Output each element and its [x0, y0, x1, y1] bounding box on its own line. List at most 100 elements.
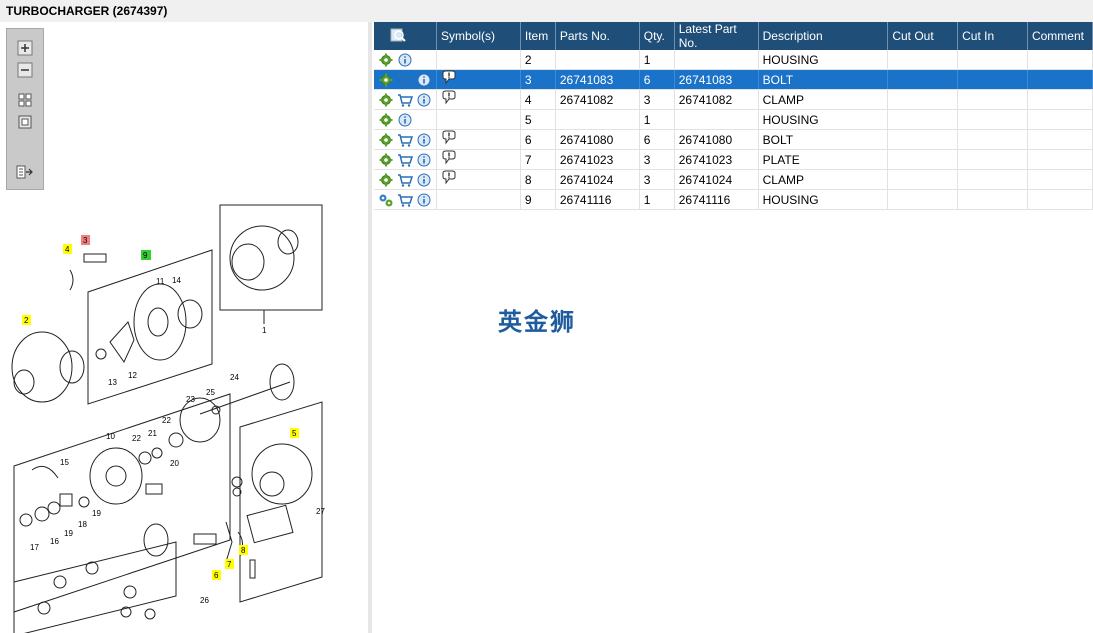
- cut-in-cell: [957, 149, 1028, 170]
- comment-icon[interactable]: [441, 150, 457, 166]
- cut-in-cell: [957, 189, 1028, 210]
- parts-no-cell: 26741083: [555, 69, 640, 90]
- search-list-icon[interactable]: [390, 27, 406, 43]
- callout-6: 6: [214, 571, 219, 580]
- part-1-outlet: [231, 243, 265, 281]
- callout-3-highlight[interactable]: [81, 235, 90, 245]
- parts-no-cell: 26741023: [555, 149, 640, 170]
- column-header-symbols[interactable]: Symbol(s): [436, 22, 521, 50]
- callout-6-highlight[interactable]: [212, 570, 221, 580]
- export-list-icon[interactable]: [15, 163, 35, 181]
- callout-9-highlight[interactable]: [141, 250, 151, 260]
- comment-icon[interactable]: [441, 70, 457, 86]
- callout-7-highlight[interactable]: [225, 559, 234, 569]
- item-cell: 8: [520, 169, 556, 190]
- callout-15: 15: [60, 458, 69, 467]
- callout-4-highlight[interactable]: [63, 244, 72, 254]
- cut-in-cell: [957, 129, 1028, 150]
- window-title: TURBOCHARGER (2674397): [6, 4, 168, 18]
- cart-icon[interactable]: [397, 192, 413, 208]
- gear-icon[interactable]: [378, 52, 394, 68]
- part-21-bearing: [151, 447, 163, 459]
- cut-out-cell: [887, 189, 959, 210]
- callout-5-highlight[interactable]: [290, 428, 299, 438]
- description-cell: BOLT: [758, 129, 889, 150]
- callout-4: 4: [65, 245, 70, 254]
- parts-no-cell: 26741080: [555, 129, 640, 150]
- part-2-housing: [11, 331, 73, 403]
- fit-all-icon[interactable]: [15, 91, 35, 109]
- zoom-toolbar: [6, 28, 44, 190]
- row-actions: [374, 129, 437, 150]
- item-cell: 5: [520, 109, 556, 130]
- cart-icon[interactable]: [397, 92, 413, 108]
- info-icon[interactable]: [397, 52, 413, 68]
- comment-icon[interactable]: [441, 170, 457, 186]
- column-header-parts-no[interactable]: Parts No.: [555, 22, 640, 50]
- gear-icon[interactable]: [378, 72, 394, 88]
- part-4-clamp: [69, 269, 74, 291]
- comment-cell: [1027, 50, 1093, 70]
- gear-icon[interactable]: [378, 152, 394, 168]
- item-cell: 4: [520, 89, 556, 110]
- description-cell: PLATE: [758, 149, 889, 170]
- fit-page-icon[interactable]: [15, 113, 35, 131]
- callout-8: 8: [241, 546, 246, 555]
- cut-out-cell: [887, 89, 959, 110]
- info-icon[interactable]: [416, 132, 432, 148]
- column-header-description[interactable]: Description: [758, 22, 889, 50]
- cart-icon[interactable]: [397, 132, 413, 148]
- cart-icon[interactable]: [397, 152, 413, 168]
- column-header-comment[interactable]: Comment: [1027, 22, 1093, 50]
- info-icon[interactable]: [397, 112, 413, 128]
- callout-2: 2: [24, 316, 29, 325]
- callout-13: 13: [108, 378, 117, 387]
- column-header-qty[interactable]: Qty.: [639, 22, 675, 50]
- info-icon[interactable]: [416, 72, 432, 88]
- callout-22b: 22: [162, 416, 171, 425]
- column-header-cut-in[interactable]: Cut In: [957, 22, 1028, 50]
- comment-cell: [1027, 69, 1093, 90]
- qty-cell: 6: [639, 69, 675, 90]
- zoom-out-icon[interactable]: [15, 61, 35, 79]
- info-icon[interactable]: [416, 172, 432, 188]
- column-header-tools[interactable]: [374, 22, 437, 50]
- zoom-in-icon[interactable]: [15, 39, 35, 57]
- cut-in-cell: [957, 69, 1028, 90]
- info-icon[interactable]: [416, 92, 432, 108]
- column-header-cut-out[interactable]: Cut Out: [887, 22, 959, 50]
- diagram-viewer[interactable]: 4 3 9 2 5 6 7 8 1 10 11 12 13 14 15 16 1…: [0, 22, 368, 633]
- gears-icon[interactable]: [378, 192, 394, 208]
- callout-23: 23: [186, 395, 195, 404]
- gear-icon[interactable]: [378, 132, 394, 148]
- gear-icon[interactable]: [378, 92, 394, 108]
- column-header-latest-part-no[interactable]: Latest Part No.: [674, 22, 759, 50]
- info-icon[interactable]: [416, 152, 432, 168]
- info-icon[interactable]: [416, 192, 432, 208]
- cart-icon[interactable]: [397, 72, 413, 88]
- callout-18: 18: [78, 520, 87, 529]
- comment-cell: [1027, 189, 1093, 210]
- cart-icon[interactable]: [397, 172, 413, 188]
- row-actions: [374, 89, 437, 110]
- column-header-item[interactable]: Item: [520, 22, 556, 50]
- part-11-backplate: [133, 283, 187, 361]
- comment-icon[interactable]: [441, 90, 457, 106]
- gear-icon[interactable]: [378, 112, 394, 128]
- callout-8-highlight[interactable]: [239, 545, 248, 555]
- parts-no-cell: [555, 50, 640, 70]
- comment-icon[interactable]: [441, 130, 457, 146]
- callout-2-highlight[interactable]: [22, 315, 31, 325]
- gear-icon[interactable]: [378, 172, 394, 188]
- pane-splitter[interactable]: [368, 22, 372, 633]
- cut-in-cell: [957, 50, 1028, 70]
